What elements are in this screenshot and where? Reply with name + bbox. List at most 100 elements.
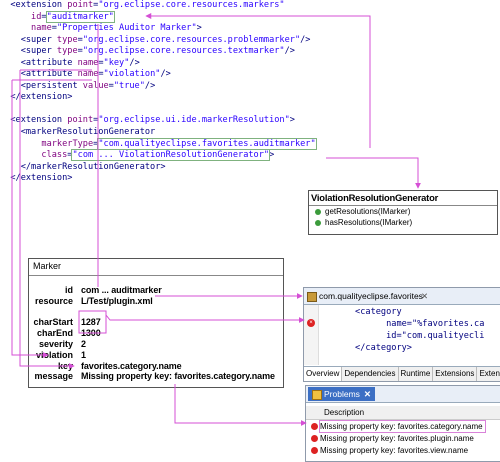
editor-code-line: id="com.qualityecli (386, 331, 485, 341)
code-line: <super type="org.eclipse.core.resources.… (0, 46, 316, 58)
vrg-method: getResolutions(IMarker) (309, 206, 497, 217)
marker-key: message (34, 371, 73, 382)
error-icon (311, 447, 318, 454)
xml-tag: <super (20, 46, 57, 57)
xml-value: "Properties Auditor Marker" (56, 23, 197, 34)
xml-tag: </markerResolutionGenerator> (20, 161, 166, 172)
problem-description: Missing property key: favorites.plugin.n… (320, 434, 474, 443)
xml-attribute: class (41, 150, 68, 161)
editor-code-line: name="%favorites.ca (386, 319, 485, 329)
code-line: </markerResolutionGenerator> (0, 162, 316, 174)
code-line: <extension point="org.eclipse.ui.ide.mar… (0, 115, 316, 127)
editor-title: com.qualityeclipse.favorites (319, 291, 423, 301)
xml-attribute: markerType (41, 138, 94, 149)
xml-value: "auditmarker" (45, 10, 115, 23)
xml-value: "com.qualityeclipse.favorites.auditmarke… (97, 137, 317, 150)
xml-attribute: id (31, 11, 42, 22)
xml-tag: /> (129, 57, 140, 68)
code-line: id="auditmarker" (0, 10, 316, 24)
xml-tag: > (196, 23, 202, 34)
xml-tag: = (41, 11, 47, 22)
marker-row: charEnd 1300 (29, 328, 283, 339)
editor-tab[interactable]: com.qualityeclipse.favorites ✕ (304, 288, 500, 305)
problem-row[interactable]: Missing property key: favorites.plugin.n… (306, 433, 500, 444)
marker-key: id (65, 285, 73, 295)
xml-attribute: name (77, 57, 99, 68)
xml-tag: <attribute (20, 69, 78, 80)
method-icon (315, 219, 321, 226)
editor-gutter: × (304, 305, 319, 365)
marker-key: resource (34, 295, 73, 306)
tab-exten[interactable]: Exten (477, 367, 500, 381)
tab-extensions[interactable]: Extensions (433, 367, 478, 381)
code-line: <attribute name="violation"/> (0, 69, 316, 81)
marker-value: com ... auditmarker (81, 285, 162, 295)
marker-value: 1300 (81, 328, 101, 339)
xml-tag: = (51, 23, 57, 34)
close-icon[interactable]: ✕ (421, 291, 429, 301)
editor-code-line: <category (355, 307, 402, 317)
error-icon[interactable]: × (307, 319, 315, 327)
xml-attribute: name (77, 69, 99, 80)
xml-tag: /> (300, 34, 311, 45)
xml-value: "org.eclipse.ui.ide.markerResolution" (98, 115, 290, 126)
tab-runtime[interactable]: Runtime (399, 367, 434, 381)
problem-row[interactable]: Missing property key: favorites.category… (306, 420, 500, 433)
xml-value: "com ... ViolationResolutionGenerator" (71, 149, 271, 162)
vrg-method: hasResolutions(IMarker) (309, 217, 497, 228)
tab-problems[interactable]: Problems✕ (308, 387, 376, 401)
problems-view: Problems✕ Description Missing property k… (305, 385, 500, 462)
xml-attribute: point (67, 0, 94, 10)
problem-row[interactable]: Missing property key: favorites.view.nam… (306, 445, 500, 456)
code-line: class="com ... ViolationResolutionGenera… (0, 149, 316, 162)
tab-dependencies[interactable]: Dependencies (342, 367, 399, 381)
problem-description: Missing property key: favorites.category… (319, 420, 486, 433)
close-icon[interactable]: ✕ (363, 389, 372, 399)
xml-attribute: point (67, 115, 94, 126)
arrow-message (174, 384, 307, 426)
editor-code-line: </category> (355, 343, 412, 353)
xml-tag: = (93, 0, 99, 10)
xml-tag: </extension> (10, 173, 73, 184)
marker-value: 2 (81, 339, 86, 349)
xml-tag: > (269, 150, 275, 161)
xml-value: "org.eclipse.core.resources.textmarker" (82, 46, 285, 57)
problem-description: Missing property key: favorites.view.nam… (320, 446, 469, 455)
arrow-class (326, 157, 421, 189)
xml-tag: <extension (10, 115, 68, 126)
tab-overview[interactable]: Overview (304, 367, 343, 381)
code-line: <super type="org.eclipse.core.resources.… (0, 35, 316, 47)
marker-key: key (57, 360, 73, 371)
marker-key: severity (38, 339, 73, 349)
column-description: Description (324, 408, 365, 417)
code-line: <markerResolutionGenerator (0, 127, 316, 139)
xml-tag: = (77, 46, 83, 57)
xml-value: "key" (103, 57, 130, 68)
editor-code[interactable]: <category name="%favorites.ca id="com.qu… (324, 306, 484, 354)
code-line: <attribute name="key"/> (0, 58, 316, 70)
xml-tag: <attribute (20, 57, 78, 68)
marker-title: Marker (29, 259, 283, 276)
xml-tag: <persistent (20, 80, 83, 91)
plugin-icon (307, 292, 317, 302)
violation-resolution-generator-box: ViolationResolutionGenerator getResoluti… (308, 190, 498, 235)
xml-tag: /> (160, 69, 171, 80)
xml-tag: </extension> (10, 92, 73, 103)
xml-attribute: value (82, 80, 109, 91)
xml-value: "true" (113, 80, 145, 91)
xml-tag: <super (20, 34, 57, 45)
problems-tab-bar: Problems✕ (306, 386, 500, 403)
column-header[interactable]: Description (306, 406, 500, 420)
xml-value: "org.eclipse.core.resources.problemmarke… (82, 34, 301, 45)
xml-tag: = (98, 57, 104, 68)
marker-key: charEnd (36, 328, 73, 339)
xml-tag: /> (284, 46, 295, 57)
xml-attribute: type (56, 34, 78, 45)
xml-tag: = (98, 69, 104, 80)
marker-key: charStart (33, 317, 73, 328)
xml-tag: = (93, 138, 99, 149)
